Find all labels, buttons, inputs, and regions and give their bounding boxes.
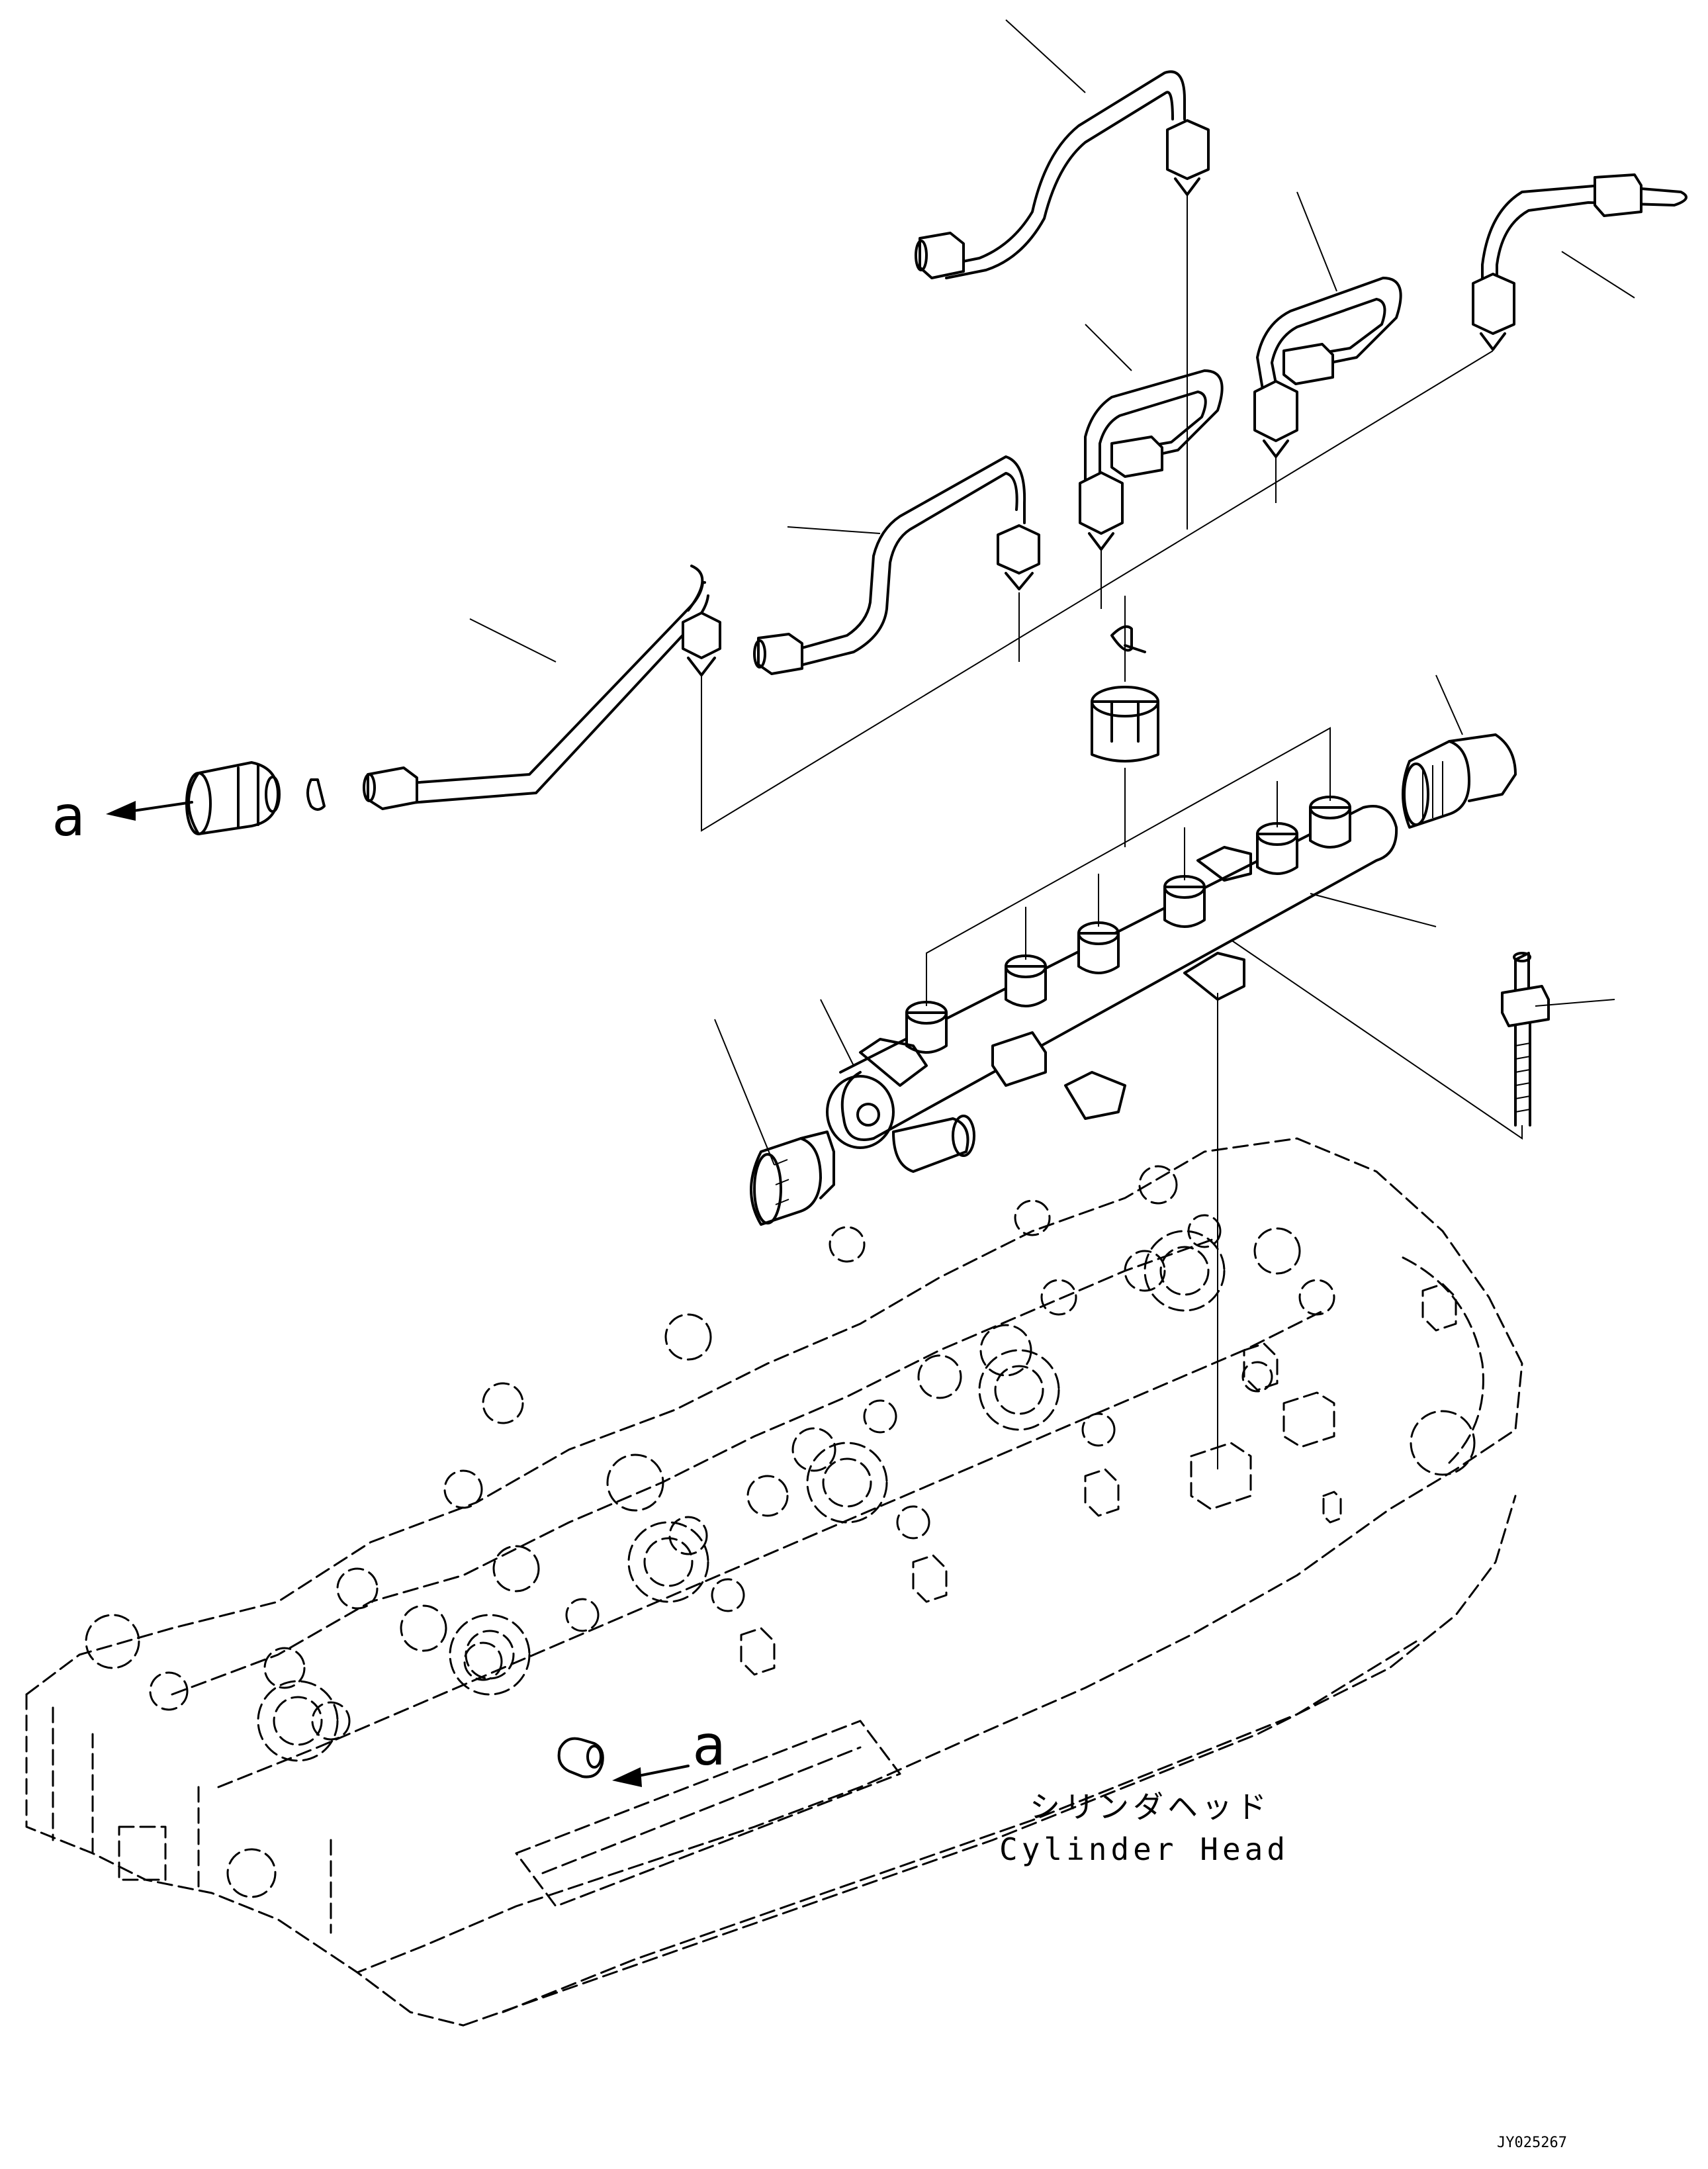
arrow-a-top xyxy=(106,801,193,821)
injection-pipe-3 xyxy=(1079,369,1224,551)
common-rail xyxy=(826,796,1398,1173)
cylinder-head-ports xyxy=(85,1165,1335,1741)
marker-a-bottom: a xyxy=(692,1713,726,1778)
leader-lines xyxy=(469,19,1635,1166)
assembly-lines xyxy=(701,195,1523,1469)
marker-a-top: a xyxy=(52,784,85,849)
caption-english: Cylinder Head xyxy=(999,1831,1289,1867)
rail-bolt xyxy=(1501,952,1550,1127)
return-connector-center xyxy=(1091,625,1159,762)
rail-pressure-sensor xyxy=(1402,733,1517,829)
injection-pipe-2 xyxy=(753,455,1040,675)
injection-pipe-4 xyxy=(1253,277,1402,458)
injector-bores xyxy=(257,1230,1226,1762)
injection-pipe-6 xyxy=(1472,173,1687,351)
cylinder-head-outline xyxy=(25,1137,1523,2027)
injection-pipe-5 xyxy=(915,70,1210,279)
head-return-port xyxy=(557,1737,604,1778)
drawing-id: JY025267 xyxy=(1497,2135,1567,2151)
caption-japanese: シリンダヘッド xyxy=(1030,1789,1271,1825)
head-bolts xyxy=(740,1283,1457,1676)
rail-outlets xyxy=(905,796,1351,1054)
arrow-a-bottom xyxy=(612,1765,690,1787)
return-connector-left xyxy=(185,761,326,835)
pressure-limiter-plug xyxy=(750,1131,835,1226)
injection-pipe-1 xyxy=(363,565,721,810)
